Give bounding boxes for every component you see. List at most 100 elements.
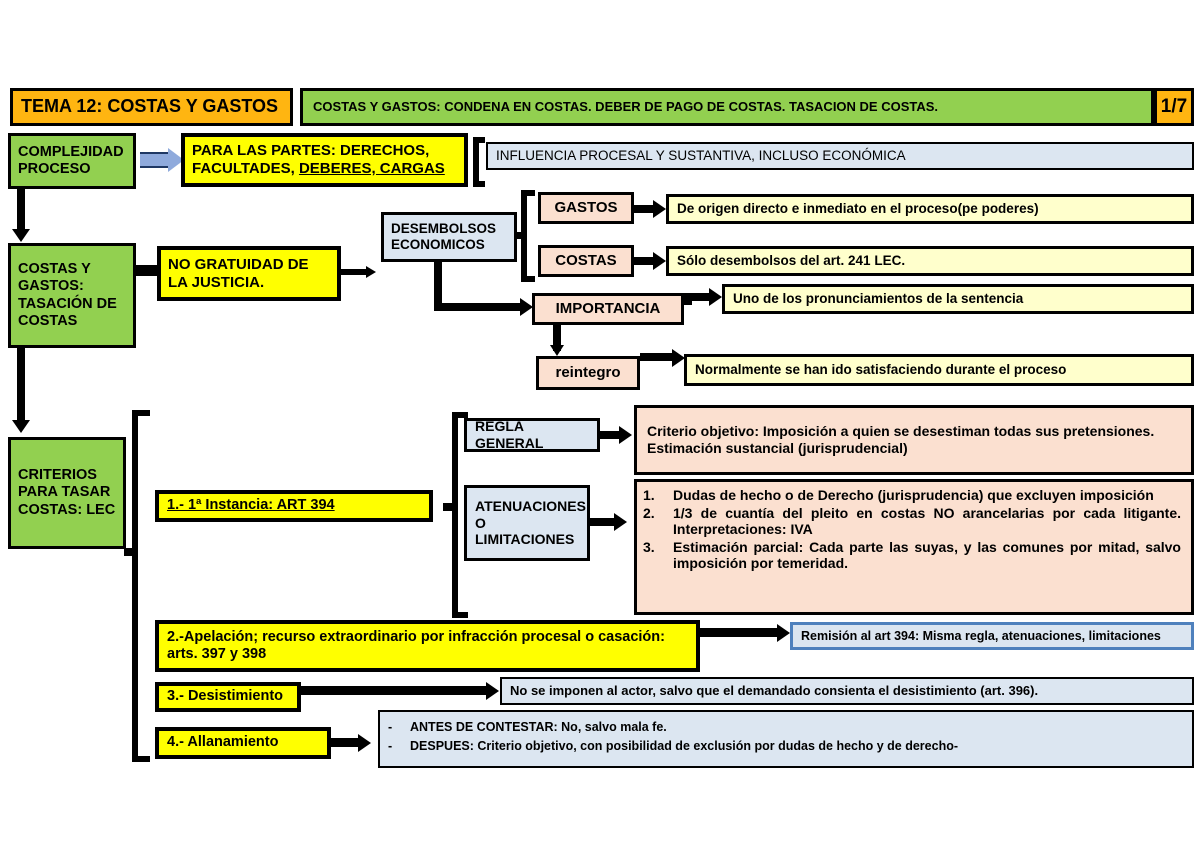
criterio-4-detail-dash: - xyxy=(388,739,393,753)
blue-arrow-head xyxy=(168,148,184,172)
atenuaciones-item-text: 1/3 de cuantía del pleito en costas NO a… xyxy=(673,504,1181,538)
atenuaciones-list-item: 3. Estimación parcial: Cada parte las su… xyxy=(643,539,1181,572)
arrow-gratuidad-to-desembolsos-body xyxy=(341,269,369,275)
arrow-costas-head xyxy=(653,252,666,270)
criterio-4-detail-text: ANTES DE CONTESTAR: No, salvo mala fe. xyxy=(410,720,667,735)
importancia-key-box: IMPORTANCIA xyxy=(532,293,684,325)
spine-node-criterios: CRITERIOS PARA TASAR COSTAS: LEC xyxy=(8,437,126,549)
costas-detail-box: Sólo desembolsos del art. 241 LEC. xyxy=(666,246,1194,276)
arrow-costas-body xyxy=(634,257,658,265)
page-indicator: 1/7 xyxy=(1154,88,1194,126)
arrow-importancia-head xyxy=(709,288,722,306)
costas-key-box: COSTAS xyxy=(538,245,634,277)
desembolsos-box: DESEMBOLSOS ECONOMICOS xyxy=(381,212,517,262)
criterio-3-box: 3.- Desistimiento xyxy=(155,682,301,712)
arrow-gastos-head xyxy=(653,200,666,218)
importancia-detail-box: Uno de los pronunciamientos de la senten… xyxy=(722,284,1194,314)
bracket-instancia-stem xyxy=(443,503,455,511)
criterio-1-label: 1.- 1ª Instancia: ART 394 xyxy=(167,497,335,514)
bracket-criterios xyxy=(132,410,150,762)
arrow-importancia-to-reintegro xyxy=(550,345,564,356)
criterio-4-box: 4.- Allanamiento xyxy=(155,727,331,759)
spine-node-costas-gastos-label: COSTAS Y GASTOS: TASACIÓN DE COSTAS xyxy=(18,261,117,329)
costas-detail-text: Sólo desembolsos del art. 241 LEC. xyxy=(677,253,906,269)
gastos-key-box: GASTOS xyxy=(538,192,634,224)
spine-arrow-1 xyxy=(12,229,30,242)
criterio-3-detail-box: No se imponen al actor, salvo que el dem… xyxy=(500,677,1194,705)
influencia-box: INFLUENCIA PROCESAL Y SUSTANTIVA, INCLUS… xyxy=(486,142,1194,170)
spine-arrow-2 xyxy=(12,420,30,433)
header-subtitle-bar: COSTAS Y GASTOS: CONDENA EN COSTAS. DEBE… xyxy=(300,88,1154,126)
regla-general-box: REGLA GENERAL xyxy=(464,418,600,452)
spine-connector-2 xyxy=(17,348,25,426)
atenuaciones-list: 1. Dudas de hecho o de Derecho (jurispru… xyxy=(643,487,1181,573)
criterio-2-line1: 2.-Apelación; recurso extraordinario por… xyxy=(167,628,665,645)
influencia-text: INFLUENCIA PROCESAL Y SUSTANTIVA, INCLUS… xyxy=(496,148,906,164)
arrow-importancia-riser xyxy=(684,293,692,305)
gastos-detail-text: De origen directo e inmediato en el proc… xyxy=(677,201,1039,217)
elbow-desembolsos-down xyxy=(434,262,442,310)
arrow-regla-general-head xyxy=(619,426,632,444)
bracket-instancia xyxy=(452,412,468,618)
desembolsos-line2: ECONOMICOS xyxy=(391,237,485,252)
spine-connector-1 xyxy=(17,189,25,233)
desembolsos-line1: DESEMBOLSOS xyxy=(391,221,497,237)
arrow-criterio-2-head xyxy=(777,624,790,642)
arrow-atenuaciones-body xyxy=(590,518,618,526)
bracket-criterios-stem xyxy=(124,548,136,556)
bracket-desembolsos-stem xyxy=(514,232,524,239)
atenuaciones-item-text: Dudas de hecho o de Derecho (jurispruden… xyxy=(673,487,1154,503)
bracket-partes xyxy=(473,137,485,187)
atenuaciones-item-number: 1. xyxy=(643,487,655,503)
importancia-detail-text: Uno de los pronunciamientos de la senten… xyxy=(733,291,1024,307)
gastos-key-label: GASTOS xyxy=(554,199,618,217)
arrow-criterio-4-body xyxy=(331,738,363,747)
criterio-3-detail-text: No se imponen al actor, salvo que el dem… xyxy=(510,683,1039,699)
bracket-desembolsos xyxy=(521,190,535,282)
no-gratuidad-box: NO GRATUIDAD DE LA JUSTICIA. xyxy=(157,246,341,301)
arrow-criterio-4-head xyxy=(358,734,371,752)
para-las-partes-line2-plain: FACULTADES, xyxy=(192,160,299,177)
criterio-2-line2: arts. 397 y 398 xyxy=(167,646,267,662)
arrow-importancia-body xyxy=(684,293,712,301)
criterio-4-detail-item: - ANTES DE CONTESTAR: No, salvo mala fe. xyxy=(388,720,1184,735)
criterio-2-box: 2.-Apelación; recurso extraordinario por… xyxy=(155,620,700,672)
atenuaciones-line1: ATENUACIONES xyxy=(475,498,586,515)
regla-general-detail-line1: Criterio objetivo: Imposición a quien se… xyxy=(647,423,1155,440)
atenuaciones-list-item: 1. Dudas de hecho o de Derecho (jurispru… xyxy=(643,487,1181,504)
atenuaciones-line3: LIMITACIONES xyxy=(475,531,575,548)
criterio-1-box: 1.- 1ª Instancia: ART 394 xyxy=(155,490,433,522)
header-subtitle-text: COSTAS Y GASTOS: CONDENA EN COSTAS. DEBE… xyxy=(313,99,939,115)
elbow-desembolsos-right xyxy=(434,303,524,311)
arrow-criterio-2-body xyxy=(700,628,782,637)
arrow-costas-to-gratuidad-body xyxy=(136,265,160,276)
arrow-regla-general-body xyxy=(600,431,624,439)
para-las-partes-line2: FACULTADES, DEBERES, CARGAS xyxy=(192,160,457,178)
criterio-4-detail-list: - ANTES DE CONTESTAR: No, salvo mala fe.… xyxy=(388,720,1184,758)
no-gratuidad-line2: LA JUSTICIA. xyxy=(168,273,265,291)
elbow-desembolsos-arrow xyxy=(520,298,533,316)
criterio-3-label: 3.- Desistimiento xyxy=(167,688,284,705)
para-las-partes-line1: PARA LAS PARTES: DERECHOS, xyxy=(192,142,430,160)
spine-node-costas-gastos: COSTAS Y GASTOS: TASACIÓN DE COSTAS xyxy=(8,243,136,348)
atenuaciones-list-item: 2. 1/3 de cuantía del pleito en costas N… xyxy=(643,505,1181,538)
arrow-reintegro-head xyxy=(672,349,685,367)
spine-node-complejidad: COMPLEJIDAD PROCESO xyxy=(8,133,136,189)
arrow-atenuaciones-head xyxy=(614,513,627,531)
arrow-gratuidad-to-desembolsos-head xyxy=(366,266,376,278)
criterio-4-detail-item: - DESPUES: Criterio objetivo, con posibi… xyxy=(388,739,1184,754)
reintegro-detail-text: Normalmente se han ido satisfaciendo dur… xyxy=(695,362,1067,378)
atenuaciones-detail-box: 1. Dudas de hecho o de Derecho (jurispru… xyxy=(634,479,1194,615)
atenuaciones-box: ATENUACIONES O LIMITACIONES xyxy=(464,485,590,561)
line-importancia-to-reintegro xyxy=(553,325,561,351)
para-las-partes-box: PARA LAS PARTES: DERECHOS, FACULTADES, D… xyxy=(181,133,468,187)
criterio-4-detail-box: - ANTES DE CONTESTAR: No, salvo mala fe.… xyxy=(378,710,1194,768)
regla-general-detail-box: Criterio objetivo: Imposición a quien se… xyxy=(634,405,1194,475)
gastos-detail-box: De origen directo e inmediato en el proc… xyxy=(666,194,1194,224)
header-title-text: TEMA 12: COSTAS Y GASTOS xyxy=(21,96,279,117)
reintegro-detail-box: Normalmente se han ido satisfaciendo dur… xyxy=(684,354,1194,386)
criterio-2-detail-box: Remisión al art 394: Misma regla, atenua… xyxy=(790,622,1194,650)
costas-key-label: COSTAS xyxy=(555,252,617,270)
reintegro-key-box: reintegro xyxy=(536,356,640,390)
